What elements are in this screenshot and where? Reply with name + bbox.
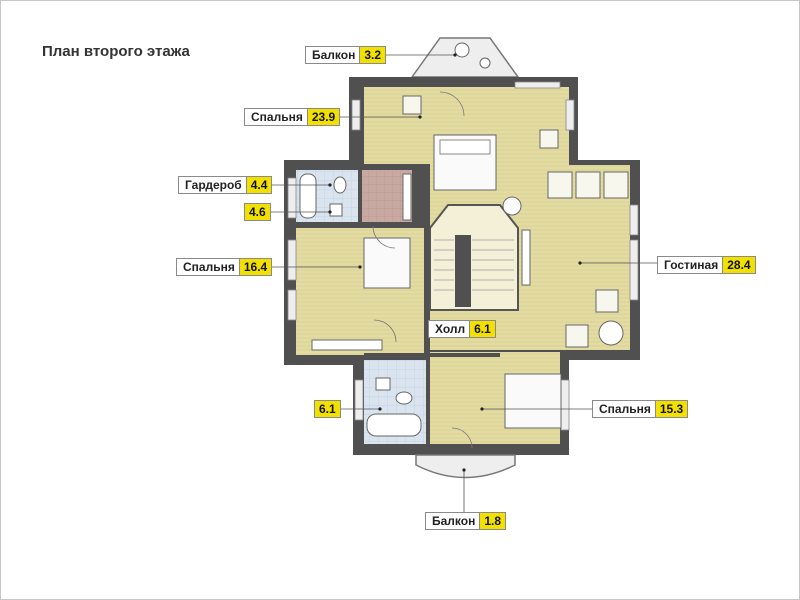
wardrobe-shelves bbox=[311, 173, 531, 351]
room-name: Спальня bbox=[251, 110, 303, 124]
room-area: 16.4 bbox=[238, 259, 272, 275]
room-name: Балкон bbox=[312, 48, 356, 62]
room-area: 28.4 bbox=[722, 257, 755, 273]
room-area: 4.6 bbox=[245, 204, 270, 220]
room-name: Гардероб bbox=[185, 178, 242, 192]
armchair-icon bbox=[402, 95, 629, 348]
balcony-bottom bbox=[415, 454, 516, 479]
sink-icon bbox=[329, 203, 391, 391]
room-label-hall: Холл 6.1 bbox=[428, 320, 496, 338]
room-name: Холл bbox=[435, 322, 466, 336]
room-name: Балкон bbox=[432, 514, 476, 528]
plant-icon bbox=[479, 57, 491, 69]
room-name: Спальня bbox=[599, 402, 651, 416]
room-label-balcony-top: Балкон 3.2 bbox=[305, 46, 387, 64]
room-label-bedroom-top: Спальня 23.9 bbox=[244, 108, 341, 126]
room-area: 6.1 bbox=[315, 401, 340, 417]
room-label-bedroom-right: Спальня 15.3 bbox=[592, 400, 689, 418]
room-area: 6.1 bbox=[469, 321, 495, 337]
stairs-icon bbox=[429, 204, 519, 311]
room-label-bath-bottom: 6.1 bbox=[314, 400, 341, 418]
room-label-bath-left: 4.6 bbox=[244, 203, 271, 221]
bed-icon bbox=[504, 373, 562, 429]
room-area: 15.3 bbox=[654, 401, 688, 417]
window-icon bbox=[287, 81, 639, 431]
room-area: 4.4 bbox=[245, 177, 272, 193]
page-title: План второго этажа bbox=[42, 43, 190, 60]
room-area: 1.8 bbox=[479, 513, 506, 529]
room-name: Спальня bbox=[183, 260, 235, 274]
room-label-bedroom-left: Спальня 16.4 bbox=[176, 258, 273, 276]
balcony-top bbox=[410, 37, 520, 78]
toilet-icon bbox=[333, 176, 413, 405]
armchair-icon bbox=[454, 42, 470, 58]
door-swing-icon bbox=[372, 91, 473, 449]
room-area: 23.9 bbox=[306, 109, 340, 125]
room-label-balcony-bottom: Балкон 1.8 bbox=[425, 512, 507, 530]
room-label-wardrobe: Гардероб 4.4 bbox=[178, 176, 273, 194]
room-name: Гостиная bbox=[664, 258, 719, 272]
room-area: 3.2 bbox=[359, 47, 386, 63]
room-label-living: Гостиная 28.4 bbox=[657, 256, 756, 274]
leader-lines bbox=[268, 54, 657, 513]
bed-icon bbox=[363, 237, 411, 289]
table-icon bbox=[502, 196, 624, 346]
bed-icon bbox=[433, 134, 497, 191]
interior-walls bbox=[296, 164, 500, 444]
leader-dots bbox=[328, 53, 582, 472]
